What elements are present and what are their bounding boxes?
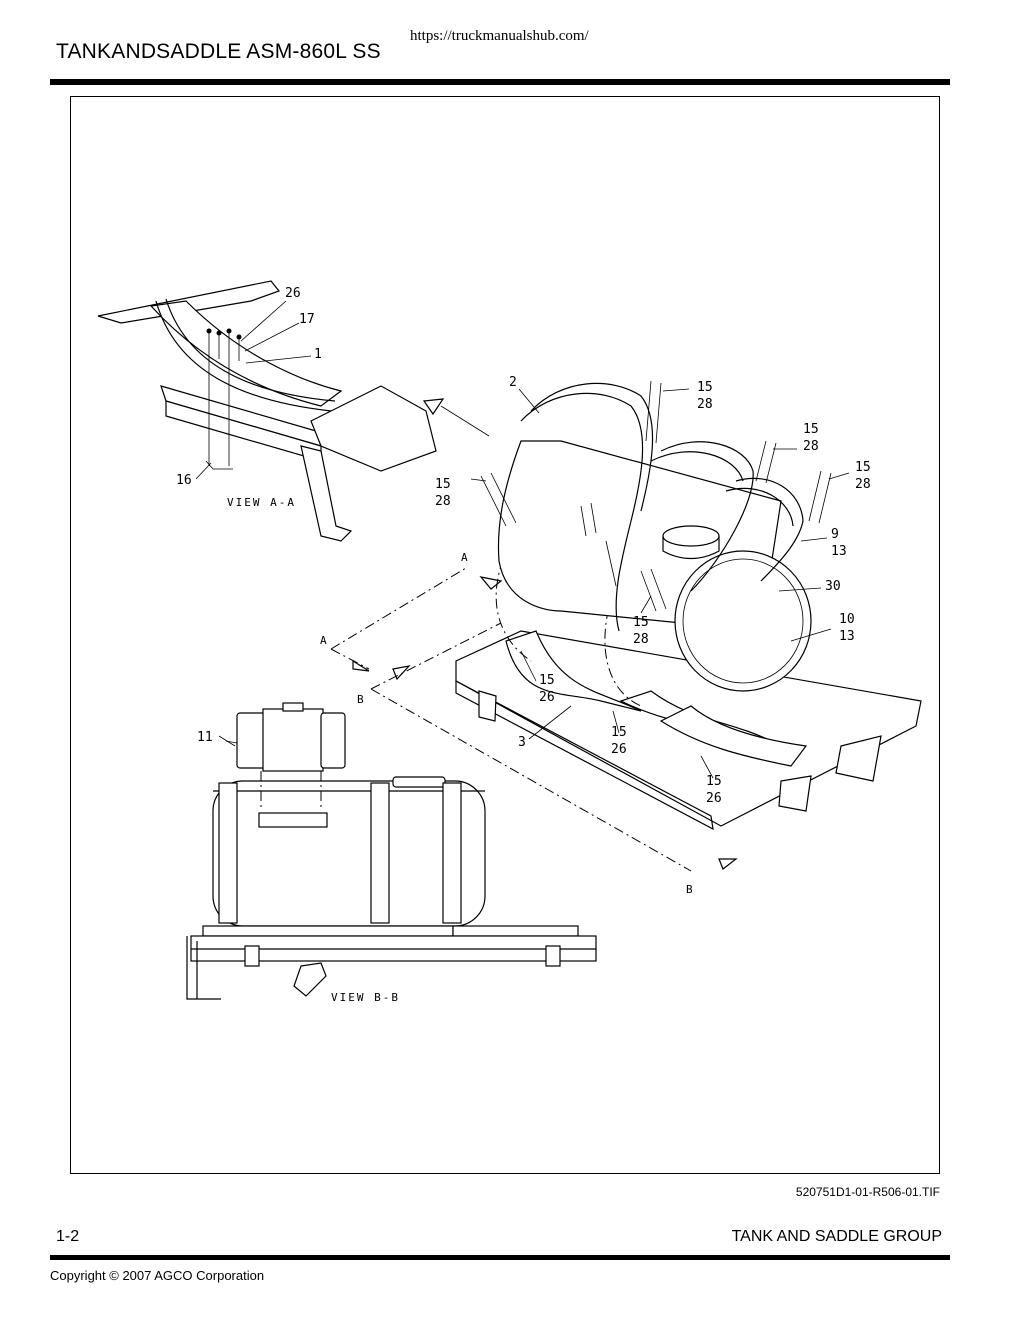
callout-3: 3 bbox=[518, 735, 526, 750]
callout-17: 17 bbox=[299, 312, 315, 327]
callout-9: 9 bbox=[831, 527, 839, 542]
callout-28d: 28 bbox=[435, 494, 451, 509]
callout-26h: 26 bbox=[706, 791, 722, 806]
footer-rule bbox=[50, 1255, 950, 1260]
callout-26: 26 bbox=[285, 286, 301, 301]
callout-1: 1 bbox=[314, 347, 322, 362]
callout-16: 16 bbox=[176, 473, 192, 488]
copyright-notice: Copyright © 2007 AGCO Corporation bbox=[50, 1268, 265, 1283]
callout-26g: 26 bbox=[611, 742, 627, 757]
header-rule bbox=[50, 79, 950, 85]
section-a-label-left: A bbox=[320, 634, 329, 647]
callout-28e: 28 bbox=[633, 632, 649, 647]
page-title: TANKANDSADDLE ASM-860L SS bbox=[56, 40, 381, 63]
view-bb-drawing bbox=[186, 702, 597, 1000]
callout-28b: 28 bbox=[803, 439, 819, 454]
section-a-label-top: A bbox=[461, 551, 470, 564]
callout-15b: 15 bbox=[803, 422, 819, 437]
callout-13a: 13 bbox=[831, 544, 847, 559]
callout-26f: 26 bbox=[539, 690, 555, 705]
callout-15d: 15 bbox=[435, 477, 451, 492]
callout-15f: 15 bbox=[539, 673, 555, 688]
callout-2: 2 bbox=[509, 375, 517, 390]
callout-11: 11 bbox=[197, 730, 213, 745]
callout-15g: 15 bbox=[611, 725, 627, 740]
callout-28a: 28 bbox=[697, 397, 713, 412]
view-aa-drawing bbox=[97, 280, 490, 542]
view-bb-label: VIEW B-B bbox=[331, 991, 400, 1004]
callout-15c: 15 bbox=[855, 460, 871, 475]
callout-15e: 15 bbox=[633, 615, 649, 630]
section-b-label-bottom: B bbox=[686, 883, 695, 896]
section-b-label-left: B bbox=[357, 693, 366, 706]
source-url[interactable]: https://truckmanualshub.com/ bbox=[410, 28, 589, 44]
callout-15a: 15 bbox=[697, 380, 713, 395]
callout-10: 10 bbox=[839, 612, 855, 627]
tank-end-cap bbox=[674, 550, 812, 692]
page-number: 1-2 bbox=[56, 1228, 80, 1245]
figure-file-id: 520751D1-01-R506-01.TIF bbox=[795, 1185, 940, 1199]
callout-13b: 13 bbox=[839, 629, 855, 644]
tank-assembly-drawing bbox=[330, 380, 922, 872]
exploded-parts-diagram: 26 17 1 16 VIEW A-A 2 15 28 15 28 15 28 … bbox=[97, 280, 922, 1004]
callout-28c: 28 bbox=[855, 477, 871, 492]
view-aa-label: VIEW A-A bbox=[227, 496, 296, 509]
callout-15h: 15 bbox=[706, 774, 722, 789]
section-title: TANK AND SADDLE GROUP bbox=[731, 1228, 942, 1245]
figure-frame: 26 17 1 16 VIEW A-A 2 15 28 15 28 15 28 … bbox=[70, 96, 940, 1174]
callout-30: 30 bbox=[825, 579, 841, 594]
